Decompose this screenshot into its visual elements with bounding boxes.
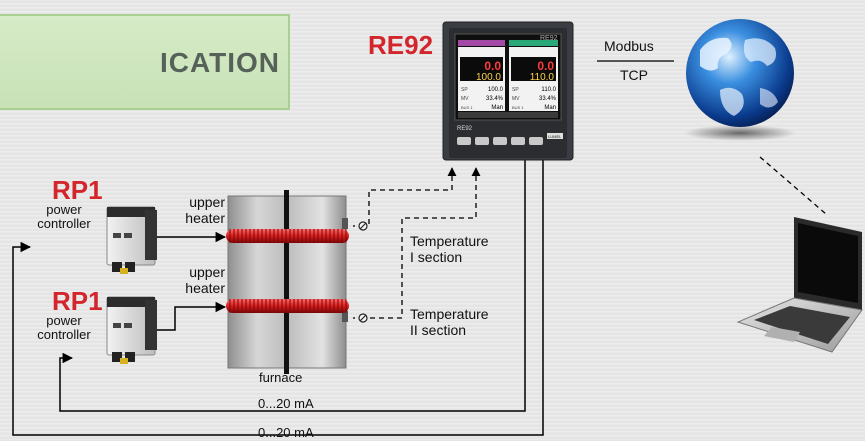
ch2-pv: 0.0 [537, 59, 554, 73]
network-link [759, 156, 827, 215]
ch1-mode: Man [491, 105, 503, 111]
heater-label-bottom: upper heater [173, 264, 225, 296]
control-wiring [12, 160, 544, 436]
ch2-bus-tag: BUS 1 [512, 105, 524, 110]
heater-coil-bottom [226, 299, 349, 313]
comm-protocol-bottom: TCP [620, 67, 648, 83]
ch1-pv: 0.0 [484, 59, 501, 73]
rp1-label-bottom: power controller [22, 314, 106, 342]
ch1-sp: 100.0 [476, 72, 501, 83]
temperature-sensor-top [353, 221, 368, 231]
heater-label-bottom-line1: upper [189, 264, 225, 280]
temperature-label-2-line1: Temperature [410, 306, 489, 322]
rp1-title-top: RP1 [52, 175, 103, 205]
temperature-label-2: Temperature II section [410, 306, 489, 338]
rp1-power-controller-bottom [106, 296, 157, 364]
temperature-label-2-line2: II section [410, 322, 467, 338]
temperature-label-1: Temperature I section [410, 233, 489, 265]
display-tag: RE92 [540, 35, 558, 42]
banner-title: ICATION [159, 47, 280, 78]
ch2-mode: Man [544, 105, 556, 111]
ch1-sp-tag: SP [461, 87, 468, 93]
rp1-label-bottom-line1: power [46, 313, 82, 328]
ch2-sp: 110.0 [530, 72, 555, 83]
signal-label-2: 0...20 mA [258, 425, 314, 440]
laptop-icon [736, 217, 863, 353]
comm-protocol-top: Modbus [604, 38, 654, 54]
controller-front-label: RE92 [457, 126, 473, 132]
title-banner [0, 14, 290, 110]
ch2-sp2: 110.0 [541, 87, 556, 93]
heater-label-top-line1: upper [189, 194, 225, 210]
rp1-label-bottom-line2: controller [37, 327, 91, 342]
rp1-label-top-line2: controller [37, 216, 91, 231]
furnace-body [227, 190, 348, 374]
measurement-lines [368, 167, 481, 319]
internet-globe-icon [684, 19, 796, 141]
re92-controller [442, 21, 574, 161]
temperature-sensor-bottom [353, 313, 368, 323]
ch1-sp2: 100.0 [488, 87, 504, 93]
ch1-mv-tag: MV [461, 96, 469, 102]
temperature-label-1-line1: Temperature [410, 233, 489, 249]
rp1-label-top-line1: power [46, 202, 82, 217]
controller-brand-logo: LUMEL [548, 134, 562, 139]
ch2-mv: 33.4% [539, 96, 557, 102]
rp1-label-top: power controller [22, 203, 106, 231]
rp1-title-bottom: RP1 [52, 286, 103, 316]
heater-label-top-line2: heater [185, 210, 225, 226]
ch2-mv-tag: MV [512, 96, 520, 102]
ch1-mv: 33.4% [486, 96, 504, 102]
signal-label-1: 0...20 mA [258, 396, 314, 411]
ch1-bus-tag: BUS 1 [461, 105, 473, 110]
ch2-sp-tag: SP [512, 87, 519, 93]
furnace-label: furnace [259, 370, 303, 385]
rp1-power-controller-top [106, 206, 157, 274]
temperature-label-1-line2: I section [410, 249, 463, 265]
heater-coil-top [226, 229, 349, 243]
heater-label-bottom-line2: heater [185, 280, 225, 296]
heater-label-top: upper heater [173, 194, 225, 226]
re92-title: RE92 [368, 30, 434, 60]
